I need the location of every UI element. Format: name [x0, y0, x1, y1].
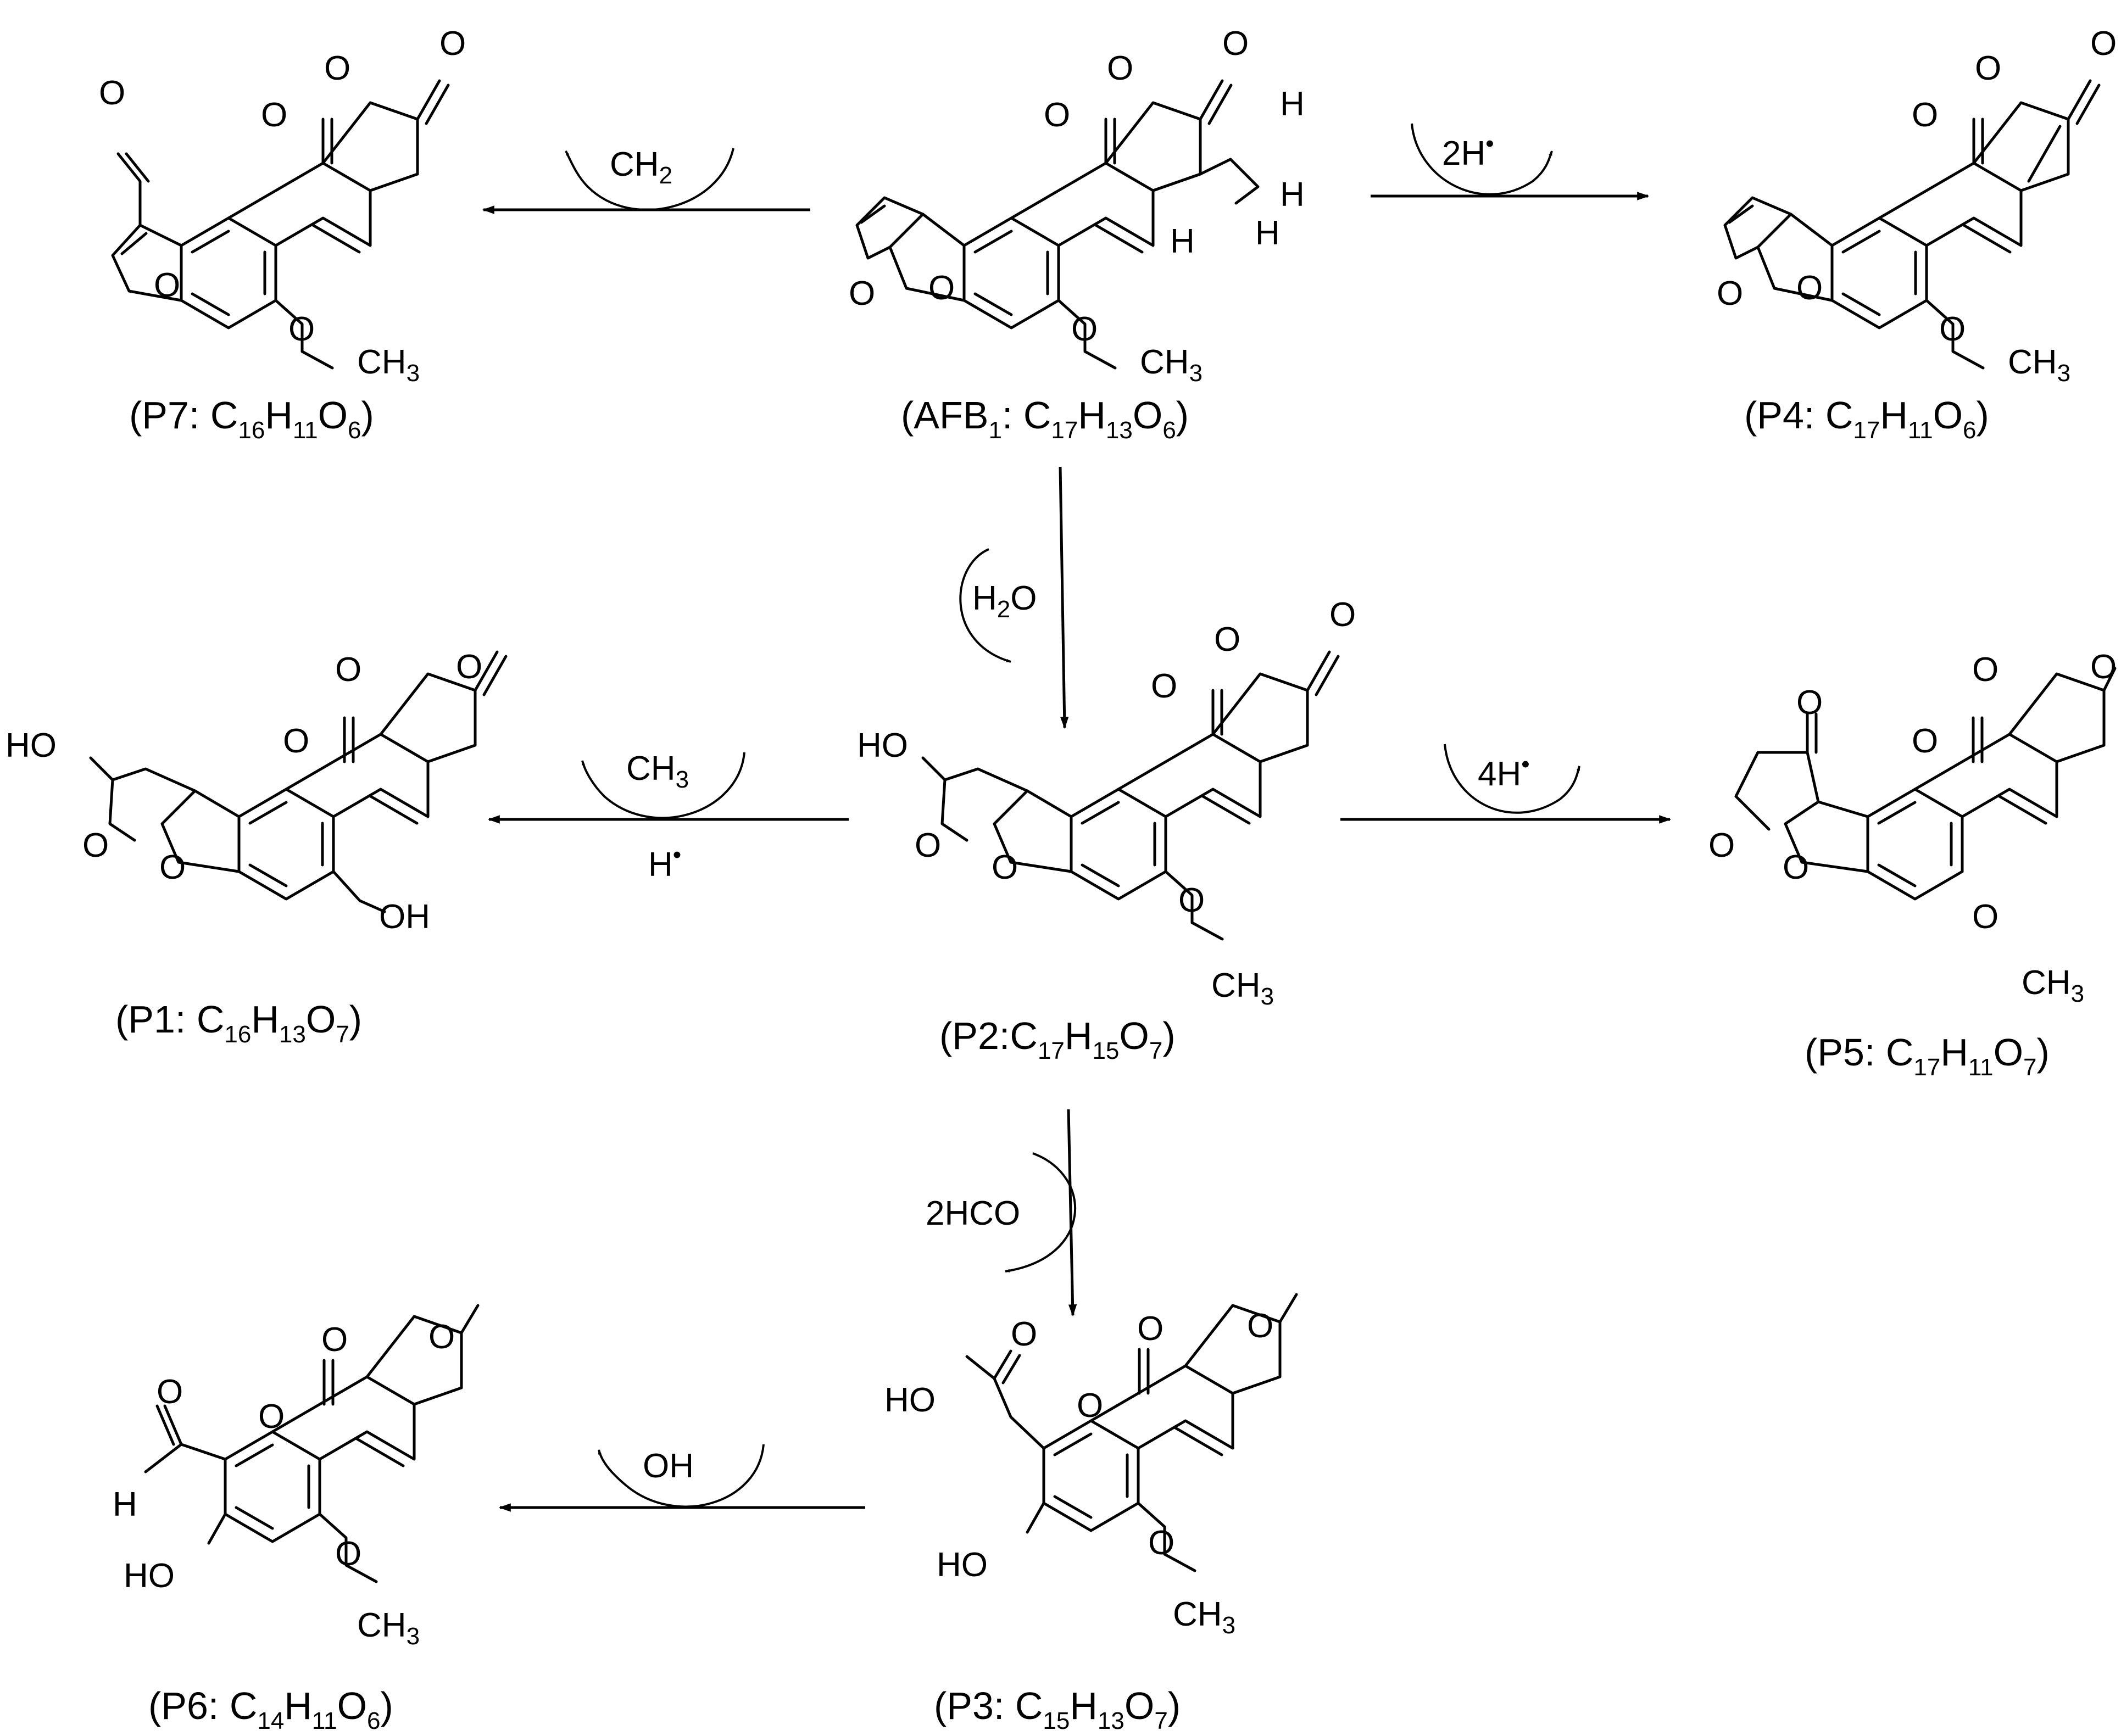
reagent-to-p3: 2HCO: [926, 1194, 1020, 1232]
reagent-to-p1-bottom: H•: [648, 841, 681, 884]
p3-ho: HO: [937, 1546, 988, 1584]
reagent-to-p5: 4H•: [1478, 751, 1530, 793]
p4-methoxy-o: O: [1939, 310, 1966, 348]
p2-furan-o-1: O: [915, 827, 941, 864]
compound-p6: [144, 1304, 480, 1583]
afb1-methoxy-o: O: [1071, 310, 1098, 348]
caption-p4: (P4: C17H11O6): [1744, 394, 1989, 444]
afb1-ketone-o: O: [1107, 49, 1133, 87]
p5-furan-o-2: O: [1783, 849, 1809, 886]
p1-furan-o-2: O: [159, 849, 186, 886]
compound-p7: [111, 79, 450, 370]
p2-ch: CH3: [1211, 967, 1274, 1010]
p3-ketone-o: O: [1247, 1307, 1273, 1345]
compound-p1: [89, 650, 508, 913]
p6-methoxy-o: O: [335, 1535, 361, 1573]
afb1-h-3: H: [1170, 222, 1195, 260]
p3-ch: CH3: [1173, 1595, 1235, 1639]
caption-p5: (P5: C17H11O7): [1805, 1031, 2050, 1081]
compound-p2: [921, 650, 1340, 941]
p7-ring-o: O: [261, 96, 287, 134]
p2-furan-o-2: O: [992, 849, 1018, 886]
reagent-to-p7: CH2: [610, 146, 672, 189]
afb1-h-1: H: [1280, 85, 1305, 123]
p6-ketone-o: O: [428, 1318, 455, 1356]
compound-p4: [1723, 79, 2101, 370]
p1-ho: HO: [5, 727, 57, 764]
reagent-to-p2: H2O: [972, 579, 1037, 623]
reagent-to-p6: OH: [643, 1447, 694, 1485]
p6-ch: CH3: [357, 1606, 420, 1650]
p1-ketone-o: O: [456, 648, 482, 686]
caption-afb1: (AFB1: C17H13O6): [901, 394, 1189, 444]
p1-oh: OH: [379, 898, 430, 936]
p3-ring-o: O: [1077, 1387, 1103, 1425]
p2-methoxy-o: O: [1178, 881, 1205, 919]
compound-p3: [965, 1293, 1298, 1572]
p5-ring-o: O: [1912, 722, 1938, 760]
p4-ketone-o: O: [2090, 25, 2117, 63]
caption-p7: (P7: C16H11O6): [129, 394, 374, 444]
p4-furan-o-1: O: [1717, 275, 1743, 312]
p2-ring-o: O: [1151, 667, 1177, 705]
p7-ch: CH3: [357, 343, 420, 387]
p3-acid-o: O: [1011, 1315, 1037, 1353]
compound-afb1: [855, 79, 1260, 370]
p6-aldehyde-h: H: [113, 1486, 137, 1523]
arrow-afb1-to-p7: [482, 148, 810, 214]
p6-lactone-o: O: [321, 1321, 348, 1359]
afb1-ring-o: O: [1044, 96, 1070, 134]
caption-p1: (P1: C16H13O7): [115, 998, 362, 1048]
p7-ketone-o: O: [439, 25, 466, 63]
p1-lactone-o: O: [335, 651, 361, 689]
p2-ho: HO: [857, 727, 908, 764]
p3-lactone-o: O: [1137, 1310, 1164, 1348]
afb1-h-4: H: [1255, 214, 1280, 252]
p4-ring-o: O: [1912, 96, 1938, 134]
p7-methoxy-o: O: [288, 310, 315, 348]
p4-ch: CH3: [2008, 343, 2070, 387]
p1-ring-o: O: [283, 722, 309, 760]
p5-methoxy-o: O: [1972, 898, 1998, 936]
p3-methoxy-o: O: [1148, 1524, 1174, 1562]
p3-ho-acid: HO: [884, 1381, 936, 1419]
compound-p5: [1734, 667, 2117, 901]
p4-lactone-o: O: [1975, 49, 2001, 87]
arrow-p2-to-p1: [487, 752, 849, 824]
arrow-afb1-to-p4: [1371, 123, 1650, 200]
afb1-ch: CH3: [1140, 343, 1203, 387]
p7-lactone-o: O: [324, 49, 350, 87]
afb1-cp-ketone-o: O: [1222, 25, 1249, 63]
arrow-p3-to-p6: [498, 1444, 865, 1512]
p6-ho: HO: [124, 1557, 175, 1595]
arrow-p2-to-p3: [1005, 1109, 1077, 1317]
p5-lactone-o: O: [1972, 651, 1998, 689]
p2-ketone-o: O: [1329, 596, 1356, 634]
reagent-to-p1-top: CH3: [626, 750, 689, 793]
p4-furan-o-2: O: [1796, 269, 1823, 307]
arrow-afb1-to-p2: [959, 466, 1069, 729]
p5-furanone-o: O: [1796, 684, 1823, 722]
p5-ketone-o: O: [2090, 648, 2117, 686]
p5-ch: CH3: [2022, 964, 2084, 1007]
p5-furan-o-1: O: [1708, 827, 1735, 864]
caption-p2: (P2:C17H15O7): [939, 1014, 1176, 1064]
p6-ring-o: O: [258, 1398, 285, 1436]
p1-furan-o-1: O: [82, 827, 109, 864]
p7-furan-o: O: [154, 266, 180, 304]
p7-aldehyde-o: O: [99, 74, 125, 112]
caption-p3: (P3: C15H13O7): [934, 1684, 1181, 1734]
afb1-furan-o-1: O: [849, 275, 875, 312]
reagent-to-p4: 2H•: [1442, 130, 1494, 172]
p6-aldehyde-o: O: [157, 1373, 183, 1411]
afb1-h-2: H: [1280, 176, 1305, 214]
arrow-p2-to-p5: [1340, 744, 1672, 824]
afb1-furan-o-2: O: [928, 269, 955, 307]
caption-p6: (P6: C14H11O6): [148, 1684, 393, 1734]
p2-lactone-o: O: [1214, 621, 1240, 658]
